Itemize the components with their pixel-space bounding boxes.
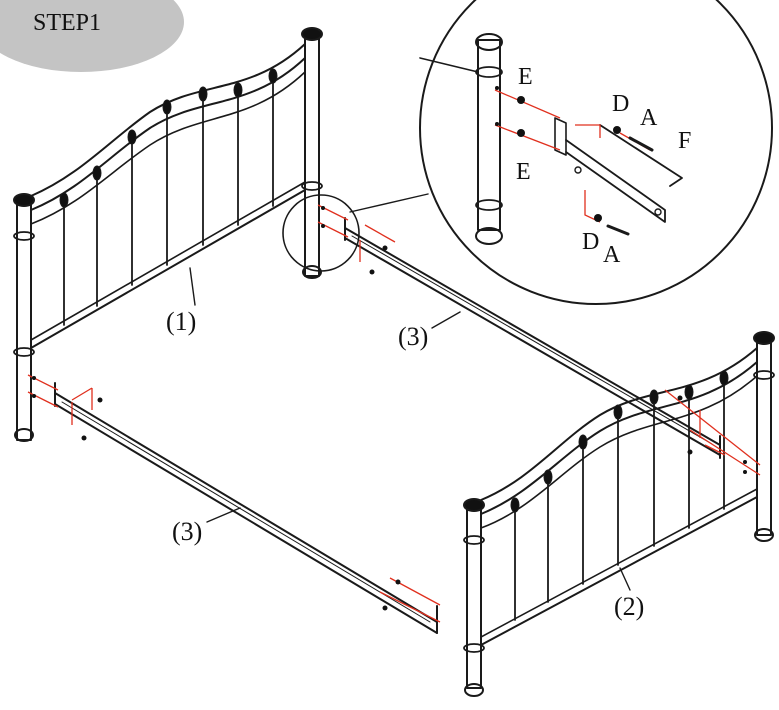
label-rail-left: (3) [172,517,202,546]
hardware-guides [27,204,761,623]
headboard [13,27,323,442]
label-footboard: (2) [614,592,644,621]
label-hardware-a-bottom: A [603,242,621,268]
label-hardware-a-top: A [640,105,658,131]
side-rail-left [54,382,438,634]
label-hardware-e-bottom: E [516,159,531,185]
label-rail-right: (3) [398,322,428,351]
label-headboard: (1) [166,307,196,336]
step-title: STEP1 [33,10,102,36]
detail-magnifier [282,0,773,305]
label-hardware-f: F [678,128,691,154]
label-hardware-d-bottom: D [582,229,599,255]
footboard [463,331,775,697]
label-hardware-d-top: D [612,91,629,117]
side-rail-right [344,217,721,459]
label-hardware-e-top: E [518,64,533,90]
